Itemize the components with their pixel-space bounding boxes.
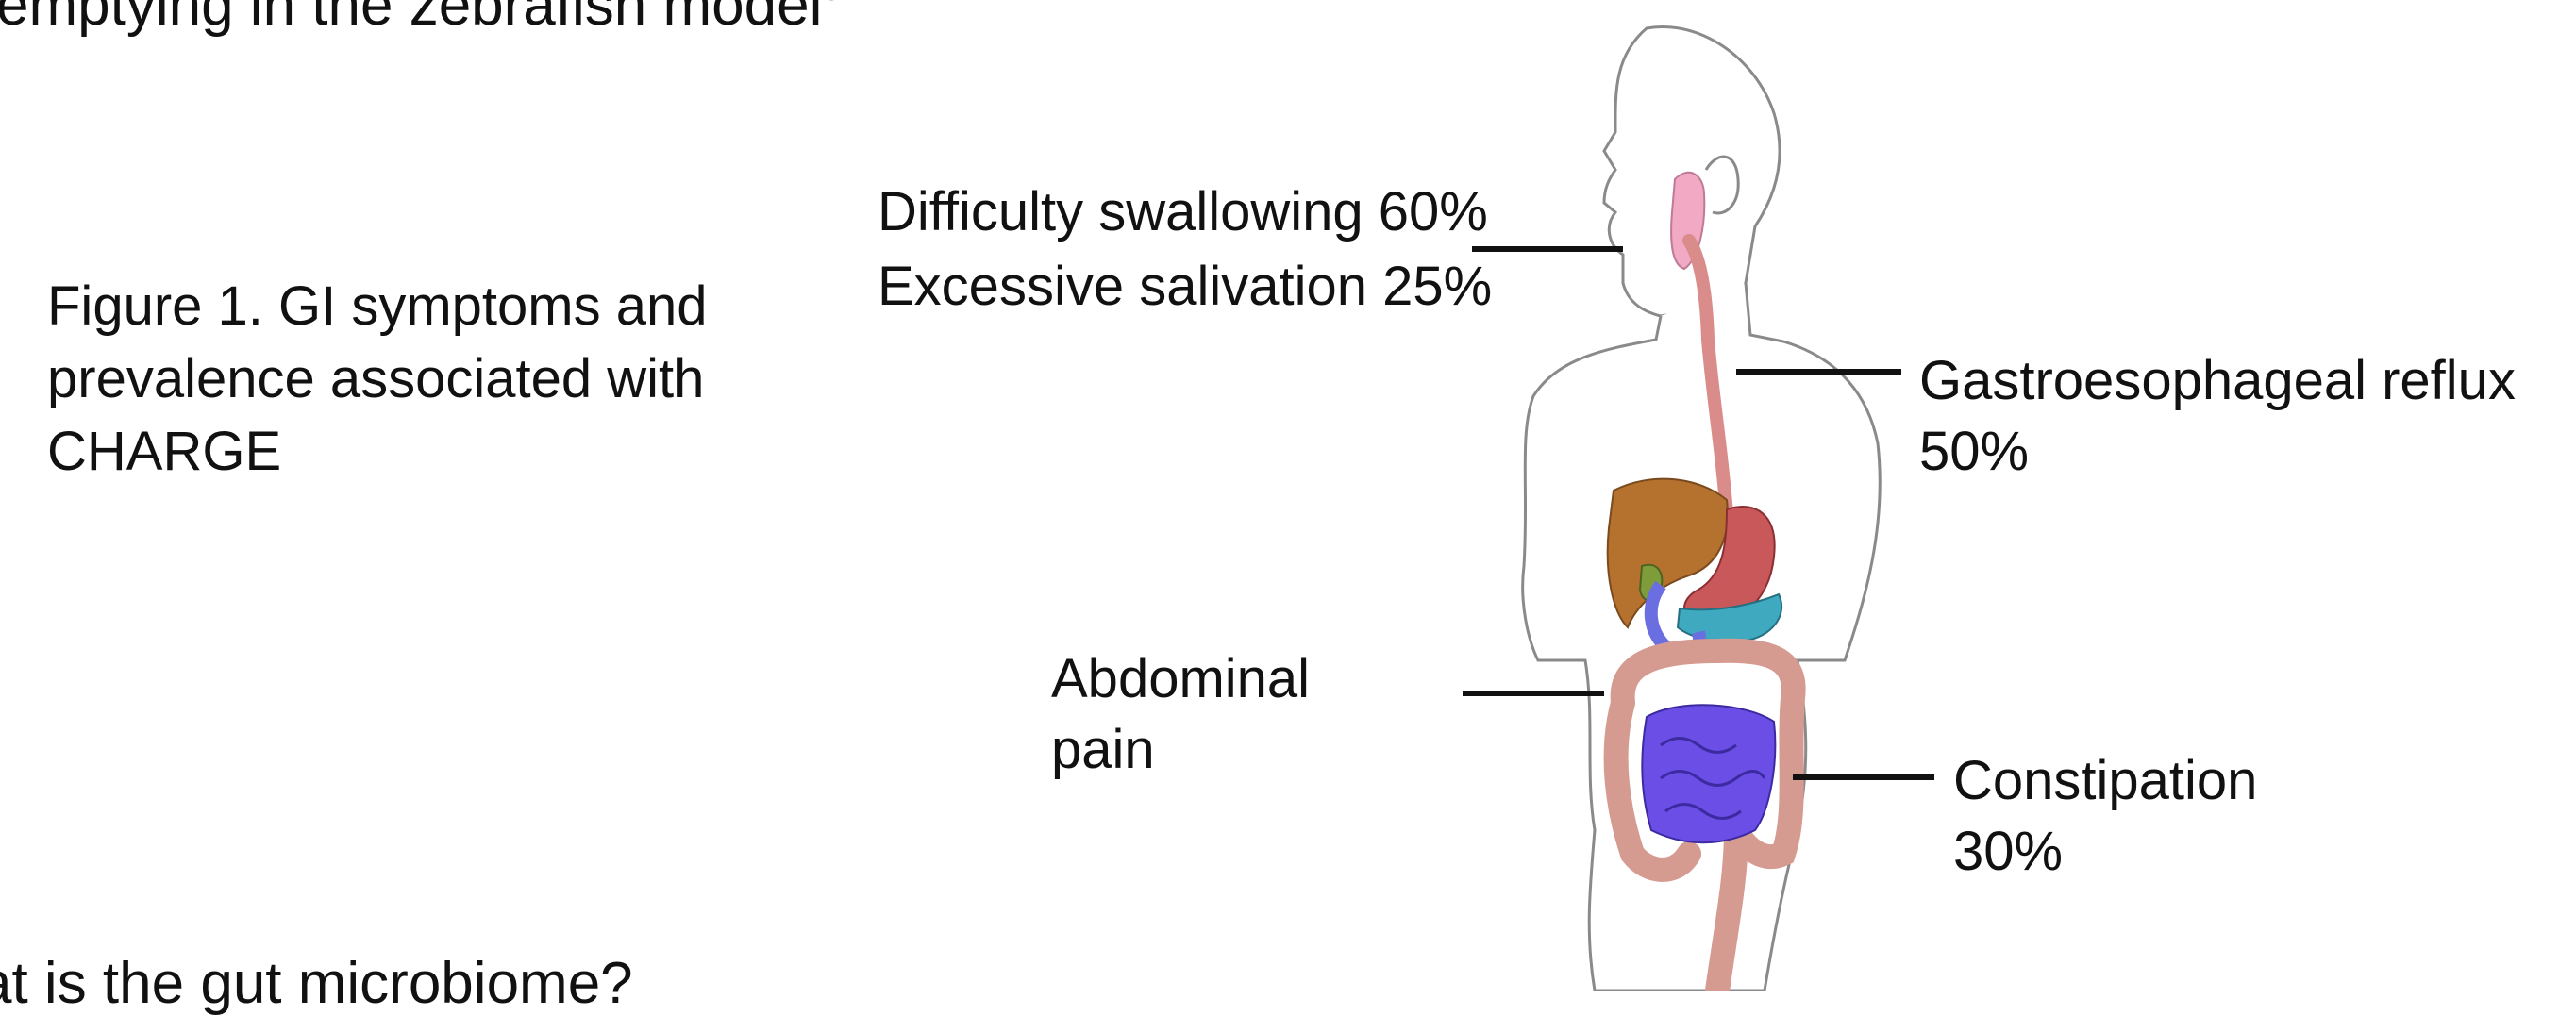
label-constipation: Constipation 30% bbox=[1953, 746, 2257, 888]
head-outline bbox=[1604, 26, 1780, 316]
label-difficulty-swallowing: Difficulty swallowing 60% bbox=[878, 185, 1488, 240]
footer-heading: at is the gut microbiome? bbox=[0, 955, 633, 1013]
small-intestine bbox=[1642, 705, 1775, 842]
label-gastroesophageal-reflux: Gastroesophageal reflux 50% bbox=[1919, 345, 2516, 488]
label-abdominal-line-1: Abdominal bbox=[1051, 644, 1310, 715]
label-abdominal-line-2: pain bbox=[1051, 715, 1310, 786]
label-excessive-salivation: Excessive salivation 25% bbox=[878, 259, 1492, 314]
label-constipation-name: Constipation bbox=[1953, 746, 2257, 817]
label-abdominal-pain: Abdominal pain bbox=[1051, 644, 1310, 786]
label-constipation-value: 30% bbox=[1953, 817, 2257, 888]
label-gerd-name: Gastroesophageal reflux bbox=[1919, 345, 2516, 416]
label-gerd-value: 50% bbox=[1919, 416, 2516, 487]
